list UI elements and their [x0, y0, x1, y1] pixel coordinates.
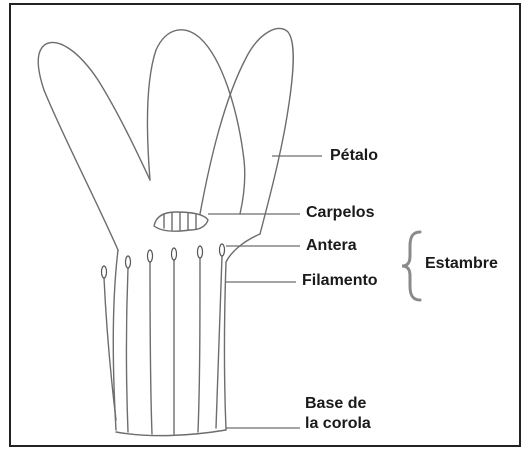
filament-3: [150, 262, 152, 434]
label-filamento: Filamento: [302, 271, 378, 291]
diagram-frame: [10, 4, 520, 446]
anther-6: [220, 244, 225, 256]
filament-2: [127, 268, 129, 432]
carpels: [154, 212, 208, 231]
anther-2: [126, 256, 131, 268]
label-carpelos: Carpelos: [306, 203, 374, 223]
filament-5: [198, 258, 200, 432]
label-base-line2: la corola: [305, 414, 371, 434]
estambre-brace: [402, 232, 420, 300]
anther-1: [102, 266, 107, 278]
corolla-right-edge: [225, 234, 261, 430]
anther-4: [172, 248, 177, 260]
anther-5: [198, 246, 203, 258]
corolla-base: [116, 430, 226, 436]
label-estambre: Estambre: [425, 254, 498, 274]
label-base-line1: Base de: [305, 394, 371, 414]
label-antera: Antera: [306, 236, 357, 256]
left-petal: [38, 43, 150, 251]
anther-3: [148, 250, 153, 262]
filament-6: [216, 256, 222, 428]
label-base-corola: Base de la corola: [305, 394, 371, 434]
right-petal: [200, 28, 293, 234]
label-petalo: Pétalo: [330, 146, 378, 166]
middle-petal: [148, 30, 245, 214]
